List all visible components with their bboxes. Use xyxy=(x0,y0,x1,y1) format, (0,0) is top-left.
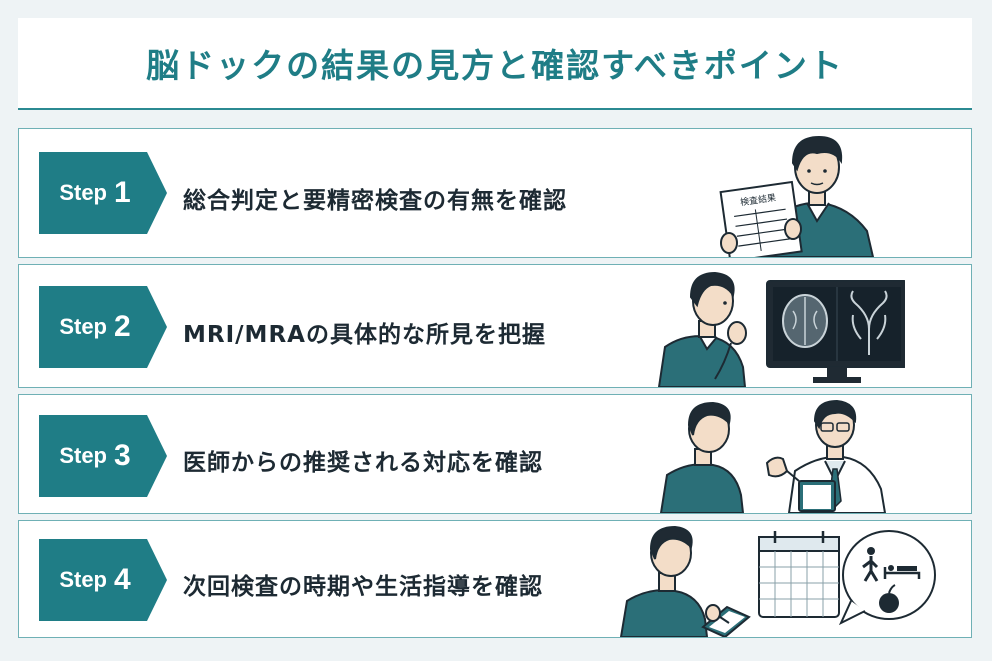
step-card-3: Step 3 医師からの推奨される対応を確認 xyxy=(18,394,972,514)
step-number: 1 xyxy=(114,176,131,209)
step-badge-3: Step 3 xyxy=(39,415,167,497)
step-label: Step xyxy=(59,180,107,205)
step-text-1: 総合判定と要精密検査の有無を確認 xyxy=(183,188,567,214)
step-card-4: Step 4 次回検査の時期や生活指導を確認 xyxy=(18,520,972,638)
page-title: 脳ドックの結果の見方と確認すべきポイント xyxy=(146,46,844,85)
step-badge-1: Step 1 xyxy=(39,152,167,234)
step-text-4: 次回検査の時期や生活指導を確認 xyxy=(183,574,543,600)
step-text-3: 医師からの推奨される対応を確認 xyxy=(183,450,543,476)
step-text-2: MRI/MRAの具体的な所見を把握 xyxy=(183,322,546,348)
step-badge-2: Step 2 xyxy=(39,286,167,368)
title-banner: 脳ドックの結果の見方と確認すべきポイント xyxy=(18,18,972,110)
step-label: Step xyxy=(59,567,107,592)
step-number: 4 xyxy=(114,563,131,596)
step-number: 3 xyxy=(114,439,131,472)
step-label: Step xyxy=(59,443,107,468)
doctor-consultation-illustration xyxy=(659,399,887,513)
step-card-1: Step 1 総合判定と要精密検査の有無を確認 xyxy=(18,128,972,258)
step-badge-4: Step 4 xyxy=(39,539,167,621)
lifestyle-planning-illustration xyxy=(619,525,936,637)
step-number: 2 xyxy=(114,310,131,343)
step-label: Step xyxy=(59,314,107,339)
person-viewing-mri-illustration xyxy=(657,271,905,387)
person-reading-results-illustration: 検査結果 xyxy=(719,135,875,257)
step-card-2: Step 2 MRI/MRAの具体的な所見を把握 xyxy=(18,264,972,388)
